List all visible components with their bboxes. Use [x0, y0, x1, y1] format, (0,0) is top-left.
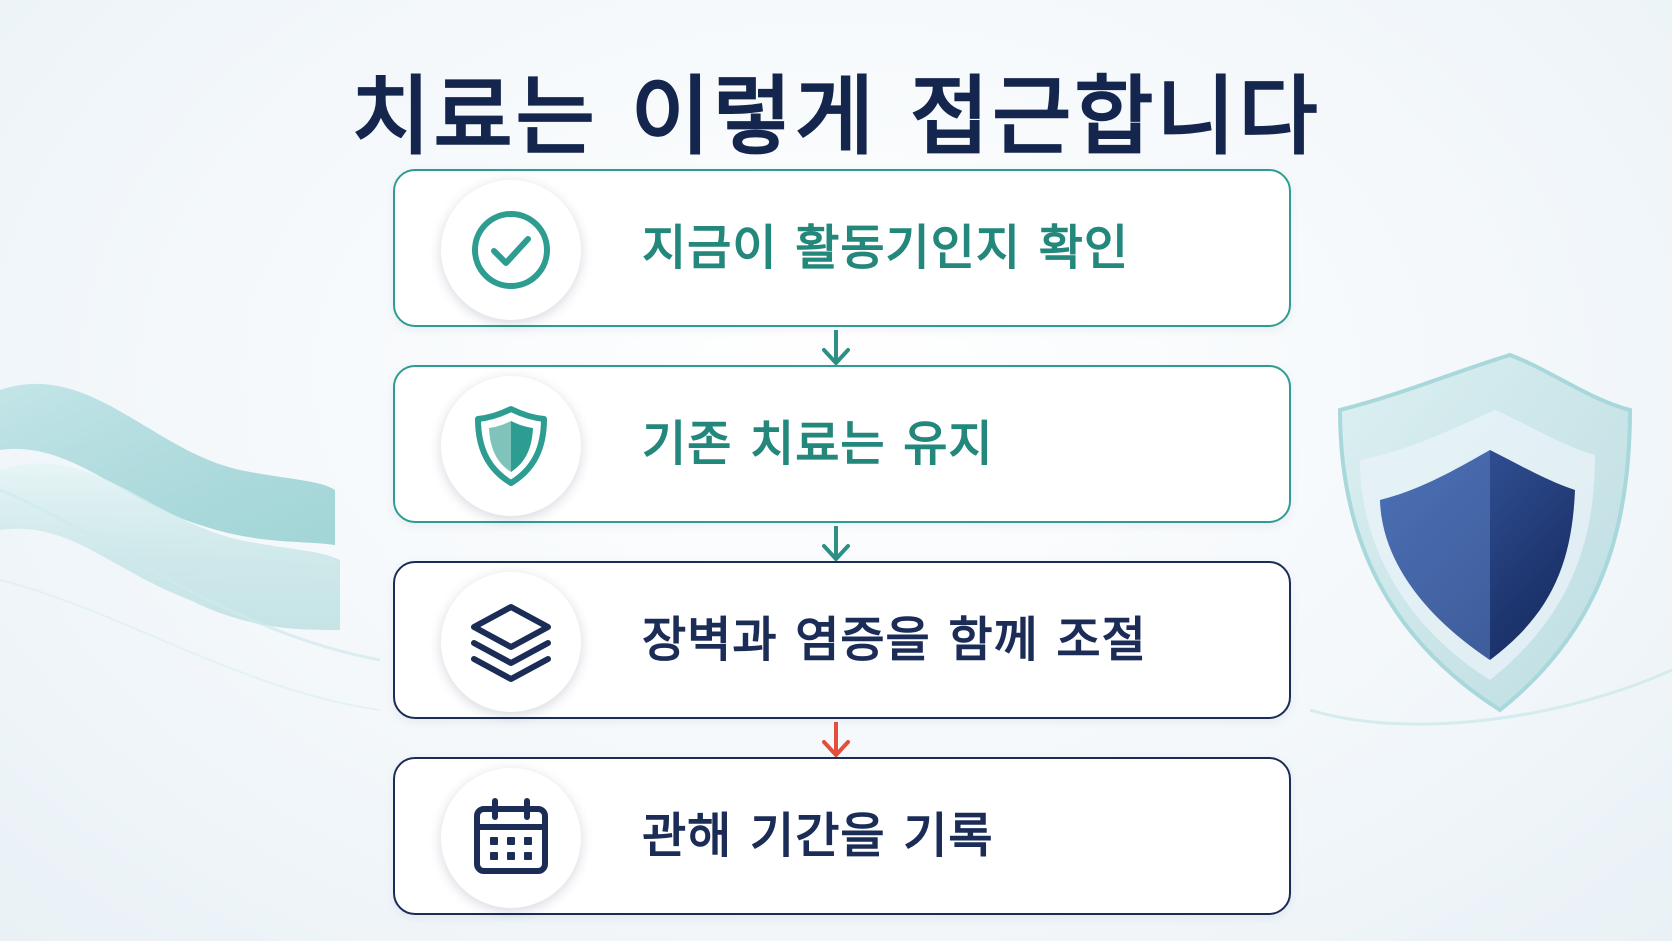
- shield-decoration: [1310, 352, 1672, 726]
- step-label: 장벽과 염증을 함께 조절: [642, 612, 1147, 668]
- step-card-check-activity: 지금이 활동기인지 확인: [393, 169, 1291, 327]
- arrow-down-icon: [822, 722, 850, 757]
- step-icon-wrapper: [441, 376, 581, 516]
- layers-icon: [471, 604, 551, 682]
- arrow-down-icon: [822, 526, 850, 561]
- step-card-maintain-treatment: 기존 치료는 유지: [393, 365, 1291, 523]
- step-icon-wrapper: [441, 768, 581, 908]
- step-icon-wrapper: [441, 572, 581, 712]
- step-label: 지금이 활동기인지 확인: [642, 220, 1130, 276]
- step-label: 관해 기간을 기록: [642, 808, 994, 864]
- page-title: 치료는 이렇게 접근합니다: [351, 67, 1321, 167]
- step-label: 기존 치료는 유지: [642, 416, 994, 472]
- check-circle-icon: [472, 211, 550, 289]
- glass-wave-decoration: [0, 383, 380, 711]
- calendar-icon: [474, 798, 548, 874]
- step-card-barrier-inflammation: 장벽과 염증을 함께 조절: [393, 561, 1291, 719]
- step-icon-wrapper: [441, 180, 581, 320]
- shield-icon: [475, 406, 547, 486]
- step-card-record-remission: 관해 기간을 기록: [393, 757, 1291, 915]
- arrow-down-icon: [822, 330, 850, 365]
